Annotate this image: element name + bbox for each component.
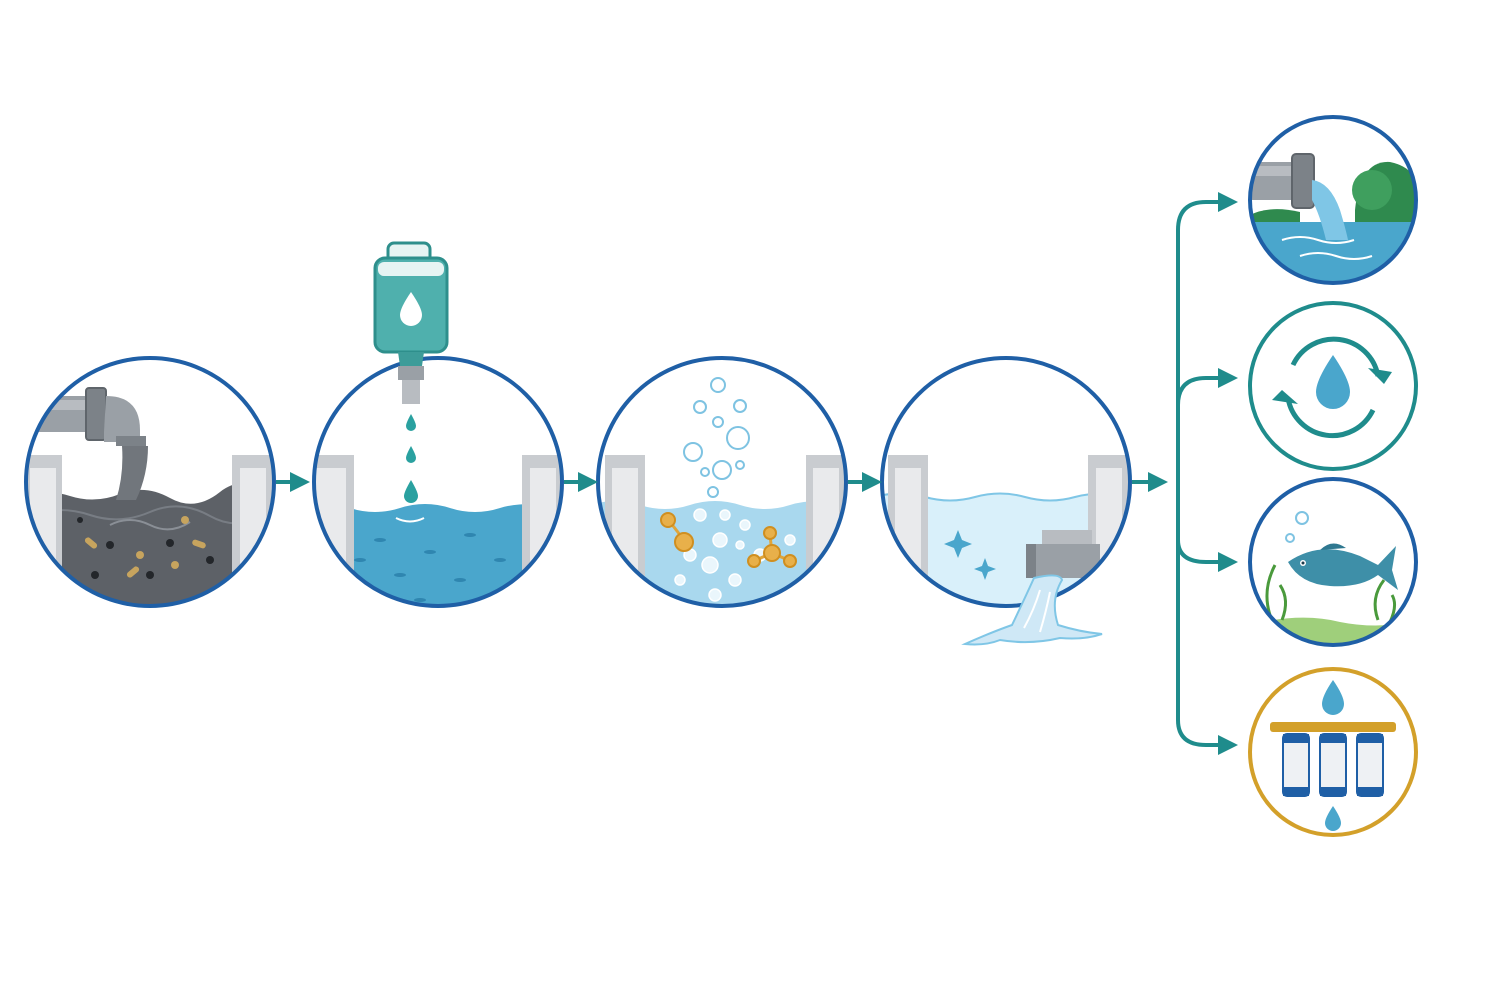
droplet-icon [404, 480, 418, 503]
stage-raw-wastewater [24, 356, 276, 608]
chemical-jug-icon [373, 241, 449, 404]
branch-connector [1176, 192, 1238, 755]
stage-ring [24, 356, 276, 608]
stage-clarified-discharge [880, 356, 1132, 646]
filter-cartridge-icon [1270, 680, 1396, 831]
stage-ring [312, 356, 564, 608]
sparkle-icon [944, 530, 996, 580]
outcome-ring [1248, 115, 1418, 285]
outcome-river-discharge [1248, 115, 1418, 285]
outcome-aquatic-life [1248, 477, 1418, 647]
outlet-pipe-icon [1026, 530, 1100, 578]
outcome-ring [1248, 477, 1418, 647]
stage-ring [880, 356, 1132, 608]
molecule-icon [660, 512, 797, 568]
outcome-filtration [1248, 667, 1418, 837]
stage-chemical-dosing [312, 241, 564, 608]
recycle-droplet-icon [1272, 336, 1392, 439]
outcome-water-recycling [1248, 301, 1418, 471]
stage-ring [596, 356, 848, 608]
stage-aeration [596, 356, 848, 608]
